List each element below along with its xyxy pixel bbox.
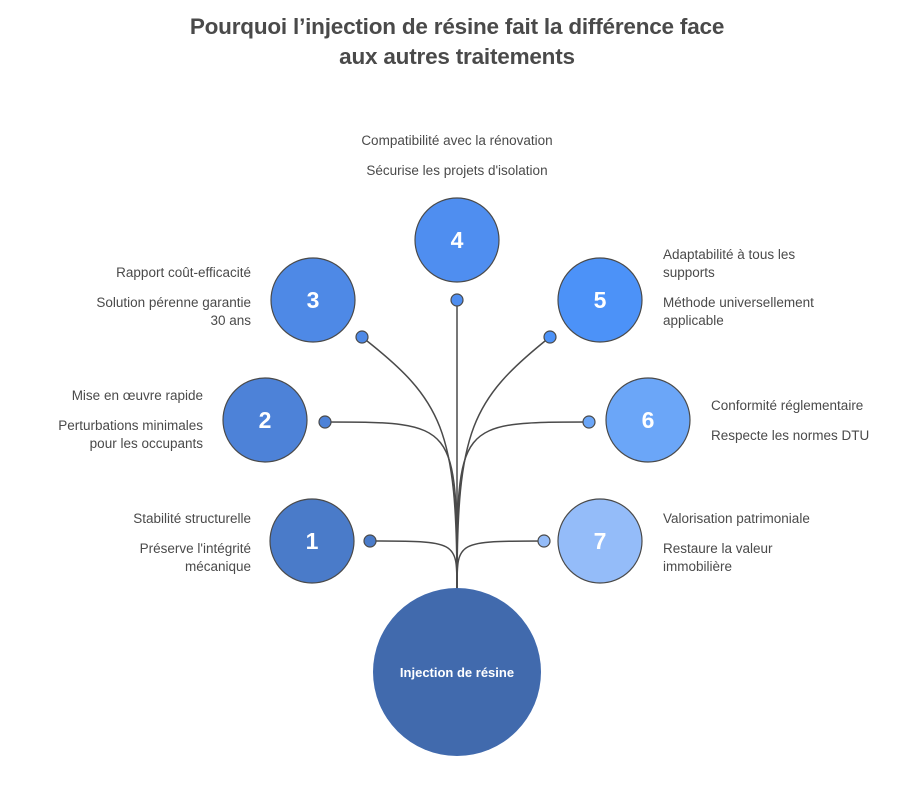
- item-5-heading-line-1: Adaptabilité à tous les: [663, 247, 796, 262]
- item-5-heading: Adaptabilité à tous les supports: [663, 246, 863, 282]
- connectors: [324, 300, 590, 590]
- connector-6: [456, 421, 590, 589]
- item-5-node: 5: [557, 257, 643, 343]
- connector-5: [456, 336, 551, 589]
- nodes: 1 2 3 4 5 6 7: [222, 197, 691, 584]
- center-node: Injection de résine: [373, 588, 541, 756]
- title-line-2: aux autres traitements: [339, 44, 575, 69]
- item-2-heading: Mise en œuvre rapide: [71, 388, 203, 403]
- item-6-node: 6: [605, 377, 691, 463]
- item-3-heading: Rapport coût-efficacité: [116, 265, 251, 280]
- item-5-heading-line-2: supports: [663, 265, 715, 280]
- item-5-number: 5: [594, 287, 607, 313]
- item-5-label: Adaptabilité à tous les supports Méthode …: [663, 246, 863, 330]
- item-4-label: Compatibilité avec la rénovation Sécuris…: [307, 132, 607, 180]
- item-4-heading: Compatibilité avec la rénovation: [361, 133, 553, 148]
- item-1-desc-line-2: mécanique: [184, 559, 251, 574]
- item-3-desc-line-2: 30 ans: [210, 313, 251, 328]
- connector-1: [369, 540, 458, 589]
- item-1-description: Préserve l'intégrité mécanique: [50, 540, 251, 576]
- item-5-desc-line-2: applicable: [663, 313, 724, 328]
- center-circle: [373, 588, 541, 756]
- connector-dot-5: [543, 330, 557, 344]
- item-4-circle: [414, 197, 500, 283]
- item-2-desc-line-2: pour les occupants: [89, 436, 203, 451]
- item-6-description: Respecte les normes DTU: [711, 428, 870, 443]
- item-5-circle: [557, 257, 643, 343]
- item-6-heading: Conformité réglementaire: [711, 398, 864, 413]
- item-7-node: 7: [557, 498, 643, 584]
- item-3-number: 3: [307, 287, 320, 313]
- item-5-description: Méthode universellement applicable: [663, 294, 863, 330]
- item-2-node: 2: [222, 377, 308, 463]
- item-6-circle: [605, 377, 691, 463]
- item-7-desc-line-2: immobilière: [663, 559, 733, 574]
- item-2-description: Perturbations minimales pour les occupant…: [0, 417, 203, 453]
- item-3-label: Rapport coût-efficacité Solution pérenne…: [40, 264, 251, 330]
- item-7-number: 7: [594, 528, 607, 554]
- item-4-node: 4: [414, 197, 500, 283]
- center-label: Injection de résine: [400, 665, 514, 680]
- item-6-label: Conformité réglementaire Respecte les no…: [711, 397, 911, 445]
- item-1-heading: Stabilité structurelle: [133, 511, 251, 526]
- title-line-1: Pourquoi l’injection de résine fait la d…: [189, 14, 725, 39]
- item-2-number: 2: [259, 407, 272, 433]
- connector-dot-3: [355, 330, 369, 344]
- item-2-label: Mise en œuvre rapide Perturbations minim…: [0, 387, 203, 453]
- connector-dot-7: [537, 534, 551, 548]
- connector-dot-4: [450, 293, 464, 307]
- item-1-label: Stabilité structurelle Préserve l'intégr…: [50, 510, 251, 576]
- item-7-label: Valorisation patrimoniale Restaure la va…: [663, 510, 863, 576]
- item-6-number: 6: [642, 407, 655, 433]
- item-4-description: Sécurise les projets d'isolation: [366, 163, 548, 178]
- connector-dot-6: [582, 415, 596, 429]
- item-7-description: Restaure la valeur immobilière: [663, 540, 863, 576]
- item-2-circle: [222, 377, 308, 463]
- item-3-description: Solution pérenne garantie 30 ans: [40, 294, 251, 330]
- connector-dot-1: [363, 534, 377, 548]
- connector-dot-2: [318, 415, 332, 429]
- item-3-desc-line-1: Solution pérenne garantie: [96, 295, 251, 310]
- item-2-desc-line-1: Perturbations minimales: [58, 418, 203, 433]
- connector-3: [361, 336, 458, 589]
- diagram-title: Pourquoi l’injection de résine fait la d…: [0, 12, 914, 72]
- item-1-node: 1: [269, 498, 355, 584]
- item-1-circle: [269, 498, 355, 584]
- item-4-number: 4: [451, 227, 464, 253]
- item-3-node: 3: [270, 257, 356, 343]
- item-5-desc-line-1: Méthode universellement: [663, 295, 814, 310]
- connector-7: [456, 540, 545, 589]
- item-1-number: 1: [306, 528, 319, 554]
- item-7-desc-line-1: Restaure la valeur: [663, 541, 773, 556]
- item-7-circle: [557, 498, 643, 584]
- item-7-heading: Valorisation patrimoniale: [663, 511, 810, 526]
- item-3-circle: [270, 257, 356, 343]
- item-1-desc-line-1: Préserve l'intégrité: [139, 541, 251, 556]
